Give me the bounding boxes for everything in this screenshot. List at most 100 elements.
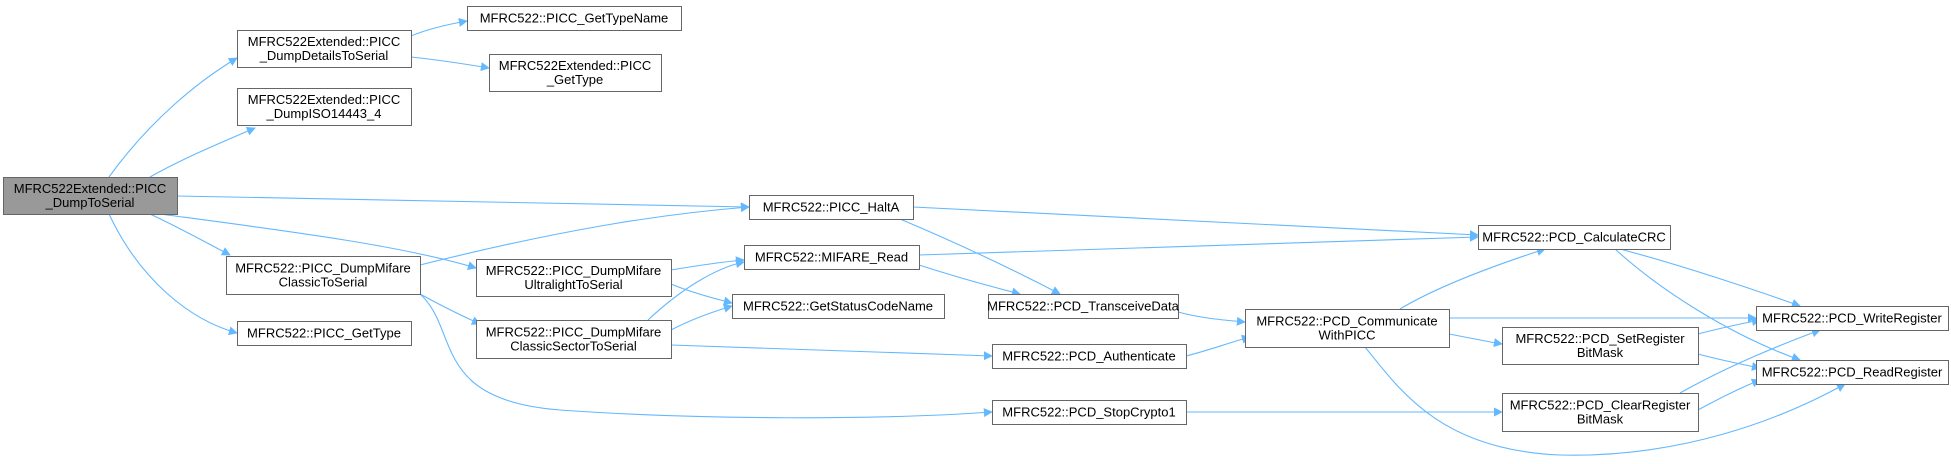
edge-dumpsector-to-mifareread: [647, 259, 745, 321]
edge-root-to-gettype: [108, 213, 238, 336]
edge-dumpsector-to-authenticate: [670, 344, 993, 361]
node-box[interactable]: [988, 294, 1179, 319]
edge-communicate-to-readreg: [1364, 346, 1846, 456]
node-label-line: MFRC522::PCD_SetRegister: [1515, 331, 1685, 346]
node-box[interactable]: [3, 177, 178, 215]
node-box[interactable]: [467, 6, 682, 31]
node-label-line: MFRC522::PICC_DumpMifare: [235, 261, 411, 276]
node-calculate-crc[interactable]: MFRC522::PCD_CalculateCRC: [1478, 225, 1671, 250]
node-label-line: WithPICC: [1318, 328, 1375, 343]
node-get-type-name[interactable]: MFRC522::PICC_GetTypeName: [467, 6, 682, 31]
node-label-line: MFRC522::PCD_Communicate: [1256, 314, 1437, 329]
node-label-line: ClassicToSerial: [279, 275, 368, 290]
node-box[interactable]: [744, 245, 920, 270]
node-label-line: MFRC522::PICC_GetTypeName: [480, 11, 669, 26]
node-box[interactable]: [476, 320, 672, 359]
node-mifare-read[interactable]: MFRC522::MIFARE_Read: [744, 245, 920, 270]
edge-clearbitmask-to-writereg: [1679, 328, 1821, 394]
node-box[interactable]: [476, 259, 672, 297]
node-label-line: MFRC522::PCD_ClearRegister: [1510, 398, 1691, 413]
edge-root-to-dumpiso: [149, 127, 256, 178]
node-label-line: MFRC522::PCD_Authenticate: [1002, 349, 1175, 364]
edge-root-to-halta: [176, 195, 750, 212]
edge-root-to-dumpdetails: [108, 57, 238, 178]
node-box[interactable]: [1502, 327, 1699, 365]
edge-transceive-to-communicate: [1177, 311, 1246, 326]
edge-root-to-dumpmifare: [149, 213, 231, 256]
node-box[interactable]: [226, 256, 421, 295]
node-label-line: MFRC522Extended::PICC: [248, 34, 400, 49]
edge-dumpmifare-to-dumpsector: [419, 293, 481, 325]
node-box[interactable]: [749, 195, 914, 220]
node-label-line: MFRC522::PCD_WriteRegister: [1762, 311, 1942, 326]
node-label-line: MFRC522::PCD_CalculateCRC: [1482, 230, 1666, 245]
node-box[interactable]: [237, 321, 412, 346]
node-box[interactable]: [237, 88, 412, 126]
node-dump-iso14443-4[interactable]: MFRC522Extended::PICC_DumpISO14443_4: [237, 88, 412, 126]
edge-setbitmask-to-readreg: [1697, 353, 1761, 371]
node-label-line: MFRC522Extended::PICC: [14, 181, 166, 196]
node-label-line: _GetType: [546, 72, 603, 87]
node-label-line: MFRC522::PICC_HaltA: [763, 200, 900, 215]
node-authenticate[interactable]: MFRC522::PCD_Authenticate: [992, 344, 1187, 369]
edge-dumpdetails-to-extgettype: [410, 56, 490, 72]
edge-calccrc-to-writereg: [1619, 248, 1801, 308]
node-dump-mifare-classic-sector[interactable]: MFRC522::PICC_DumpMifareClassicSectorToS…: [476, 320, 672, 359]
node-box[interactable]: [992, 400, 1187, 425]
edge-setbitmask-to-writereg: [1697, 317, 1761, 335]
node-transceive-data[interactable]: MFRC522::PCD_TransceiveData: [987, 294, 1180, 319]
edge-dumpdetails-to-gettypename: [410, 17, 468, 37]
node-box[interactable]: [1756, 306, 1949, 331]
node-box[interactable]: [1502, 393, 1699, 432]
edge-authenticate-to-communicate: [1185, 334, 1251, 357]
node-box[interactable]: [1756, 360, 1949, 385]
node-halt-a[interactable]: MFRC522::PICC_HaltA: [749, 195, 914, 220]
node-label-line: MFRC522Extended::PICC: [499, 58, 651, 73]
node-box[interactable]: [732, 294, 945, 319]
node-write-register[interactable]: MFRC522::PCD_WriteRegister: [1756, 306, 1949, 331]
edge-dumpmifare-to-stopcrypto: [419, 293, 993, 419]
node-dump-to-serial[interactable]: MFRC522Extended::PICC_DumpToSerial: [3, 177, 178, 215]
edge-layer: [108, 17, 1846, 456]
node-label-line: MFRC522::PCD_TransceiveData: [987, 299, 1179, 314]
edge-clearbitmask-to-readreg: [1697, 378, 1761, 411]
node-label-line: _DumpISO14443_4: [266, 106, 382, 121]
node-get-status-code-name[interactable]: MFRC522::GetStatusCodeName: [732, 294, 945, 319]
node-label-line: MFRC522::PCD_StopCrypto1: [1002, 405, 1175, 420]
node-extended-get-type[interactable]: MFRC522Extended::PICC_GetType: [489, 54, 662, 92]
node-box[interactable]: [1478, 225, 1671, 250]
node-dump-details-to-serial[interactable]: MFRC522Extended::PICC_DumpDetailsToSeria…: [237, 30, 412, 68]
node-label-line: MFRC522::PICC_DumpMifare: [486, 263, 662, 278]
edge-calccrc-to-readreg: [1614, 248, 1801, 362]
node-label-line: ClassicSectorToSerial: [510, 339, 637, 354]
edge-halta-to-transceive: [899, 218, 1061, 295]
edge-dumpsector-to-statuscode: [670, 304, 733, 331]
node-layer: MFRC522Extended::PICC_DumpToSerialMFRC52…: [3, 6, 1949, 432]
node-box[interactable]: [1245, 309, 1450, 348]
node-label-line: MFRC522::MIFARE_Read: [755, 250, 908, 265]
node-read-register[interactable]: MFRC522::PCD_ReadRegister: [1756, 360, 1949, 385]
node-label-line: BitMask: [1577, 345, 1624, 360]
node-label-line: _DumpToSerial: [45, 195, 135, 210]
node-label-line: BitMask: [1577, 412, 1624, 427]
node-get-type[interactable]: MFRC522::PICC_GetType: [237, 321, 412, 346]
edge-communicate-to-calccrc: [1399, 247, 1546, 310]
node-box[interactable]: [992, 344, 1187, 369]
node-label-line: MFRC522::PICC_DumpMifare: [486, 325, 662, 340]
node-label-line: MFRC522::GetStatusCodeName: [743, 299, 933, 314]
node-box[interactable]: [237, 30, 412, 68]
node-dump-mifare-ultralight[interactable]: MFRC522::PICC_DumpMifareUltralightToSeri…: [476, 259, 672, 297]
node-label-line: UltralightToSerial: [524, 277, 622, 292]
node-label-line: MFRC522::PICC_GetType: [247, 326, 401, 341]
edge-mifareread-to-transceive: [918, 264, 1021, 297]
node-stop-crypto1[interactable]: MFRC522::PCD_StopCrypto1: [992, 400, 1187, 425]
edge-dumpul-to-statuscode: [670, 283, 733, 306]
node-box[interactable]: [489, 54, 662, 92]
edge-mifareread-to-calccrc: [918, 232, 1479, 256]
node-label-line: _DumpDetailsToSerial: [259, 48, 389, 63]
